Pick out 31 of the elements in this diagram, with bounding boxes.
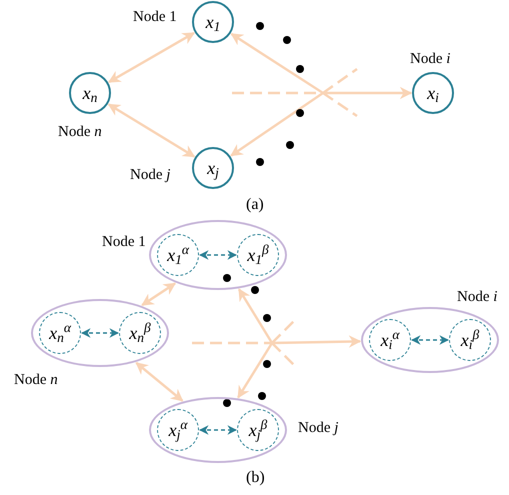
subfigure-caption: (a) xyxy=(246,197,264,213)
node-label: Node j xyxy=(130,168,170,183)
variable-label: x$_{1}$ xyxy=(206,13,220,31)
arrow xyxy=(135,362,184,402)
variable-label: x$_{i}$ xyxy=(427,84,439,102)
node-label: Node 1 xyxy=(133,10,177,25)
subfigure-caption: (b) xyxy=(246,470,265,486)
node-label: Node n xyxy=(14,373,58,388)
arrow xyxy=(108,103,196,158)
node-label: Node n xyxy=(58,125,102,140)
variable-label: x$_{n}$ xyxy=(82,84,98,102)
node-label: Node j xyxy=(298,421,338,436)
arrow xyxy=(81,328,119,338)
arrow xyxy=(237,342,274,398)
node-ellipse xyxy=(361,307,499,373)
arrow xyxy=(230,92,324,157)
node-ellipse xyxy=(149,397,287,463)
arrow xyxy=(230,32,324,94)
arrow xyxy=(199,425,237,435)
arrow xyxy=(323,86,412,100)
arrow xyxy=(238,288,274,344)
arrow xyxy=(108,32,196,84)
node-label: Node i xyxy=(410,52,450,67)
arrow xyxy=(272,335,362,348)
node-label: Node 1 xyxy=(102,235,146,250)
node-ellipse xyxy=(149,220,287,290)
node-ellipse xyxy=(31,299,169,367)
arrow xyxy=(141,282,176,306)
node-label: Node i xyxy=(457,290,498,305)
arrow xyxy=(411,335,449,345)
arrow xyxy=(199,250,237,260)
